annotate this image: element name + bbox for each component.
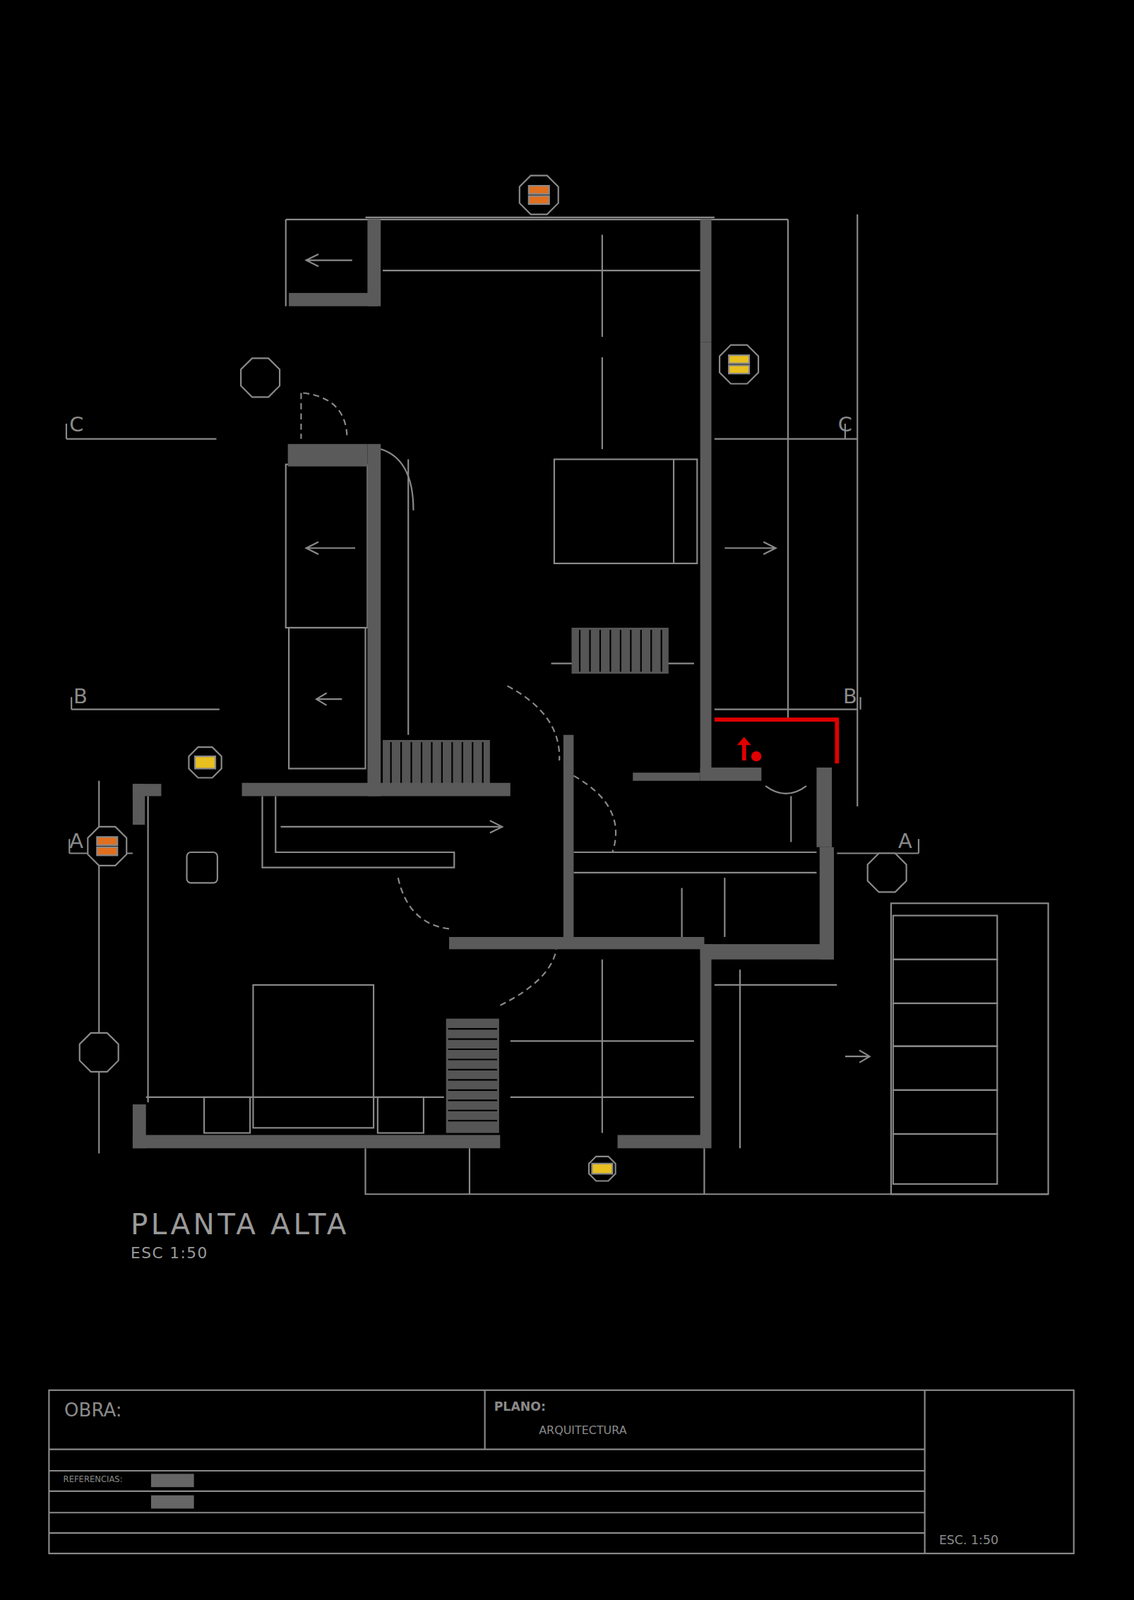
title-block-field: ESC. 1:50: [939, 1534, 999, 1547]
title-block-value: ARQUITECTURA: [538, 1424, 627, 1437]
section-marker: A: [69, 831, 84, 852]
scale-note: ESC 1:50: [130, 1246, 209, 1262]
title-block-field: REFERENCIAS:: [63, 1475, 123, 1485]
section-marker: C: [69, 414, 84, 435]
section-marker: C: [838, 414, 853, 435]
section-marker: B: [73, 685, 88, 707]
plan-title: PLANTA ALTA: [130, 1210, 350, 1239]
section-marker: A: [898, 831, 913, 852]
section-marker: B: [843, 685, 858, 707]
title-block-field: OBRA:: [64, 1401, 122, 1420]
title-block-field: PLANO:: [494, 1400, 546, 1413]
